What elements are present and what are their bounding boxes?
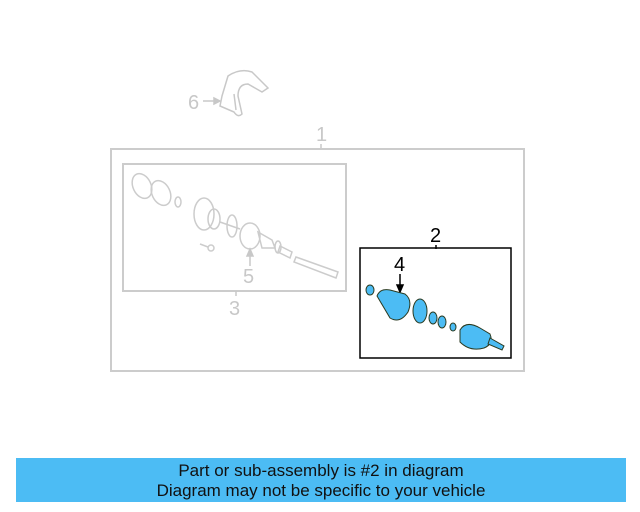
callout-6-arrow [203,96,222,106]
info-banner: Part or sub-assembly is #2 in diagram Di… [16,458,626,502]
callout-2[interactable]: 2 [430,225,441,247]
assembly-1-box [110,148,525,372]
banner-line-1: Part or sub-assembly is #2 in diagram [178,461,464,480]
part-6-shield[interactable] [219,69,270,117]
callout-4[interactable]: 4 [394,254,405,276]
callout-4-arrow [395,274,405,294]
callout-1[interactable]: 1 [316,124,327,146]
assembly-2-box [359,247,512,359]
callout-5-arrow [245,247,255,266]
part-2-drive-axle[interactable] [365,284,505,351]
callout-6[interactable]: 6 [188,92,199,114]
banner-line-2: Diagram may not be specific to your vehi… [156,481,486,500]
part-3-shaft-parts[interactable] [128,170,339,279]
assembly-3-box [122,163,347,292]
callout-5[interactable]: 5 [243,266,254,288]
callout-3[interactable]: 3 [229,298,240,320]
